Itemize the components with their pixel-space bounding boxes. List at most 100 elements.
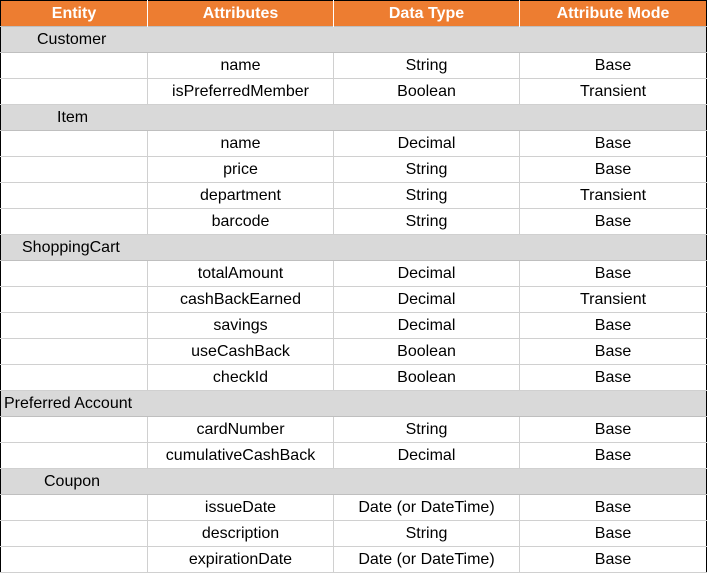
column-header-attribute-mode: Attribute Mode — [519, 0, 707, 27]
data-type-cell: String — [333, 52, 520, 79]
mode-cell: Base — [519, 364, 707, 391]
entity-spacer-cell — [0, 182, 148, 209]
data-type-cell: Boolean — [333, 338, 520, 365]
data-type-cell: Date (or DateTime) — [333, 546, 520, 573]
attribute-cell: totalAmount — [147, 260, 334, 287]
entity-cell: Item — [0, 104, 707, 131]
entity-spacer-cell — [0, 364, 148, 391]
entity-cell: Customer — [0, 26, 707, 53]
data-type-cell: String — [333, 520, 520, 547]
entity-row-shoppingcart: ShoppingCart — [0, 234, 707, 261]
table-row: issueDate Date (or DateTime) Base — [0, 494, 707, 521]
entity-spacer-cell — [0, 494, 148, 521]
entity-name: Item — [57, 109, 89, 126]
data-type-cell: Decimal — [333, 312, 520, 339]
entity-spacer-cell — [0, 156, 148, 183]
mode-cell: Transient — [519, 78, 707, 105]
attribute-cell: price — [147, 156, 334, 183]
attribute-cell: description — [147, 520, 334, 547]
attribute-cell: cumulativeCashBack — [147, 442, 334, 469]
data-type-cell: Decimal — [333, 442, 520, 469]
entity-name: Preferred Account — [4, 395, 133, 412]
entity-spacer-cell — [0, 78, 148, 105]
table-row: name Decimal Base — [0, 130, 707, 157]
entity-spacer-cell — [0, 130, 148, 157]
attribute-cell: checkId — [147, 364, 334, 391]
entity-cell: Preferred Account — [0, 390, 707, 417]
table-row: cashBackEarned Decimal Transient — [0, 286, 707, 313]
data-type-cell: String — [333, 182, 520, 209]
entity-spacer-cell — [0, 416, 148, 443]
data-type-cell: Decimal — [333, 260, 520, 287]
column-header-data-type: Data Type — [333, 0, 520, 27]
entity-row-item: Item — [0, 104, 707, 131]
table-row: cumulativeCashBack Decimal Base — [0, 442, 707, 469]
table-row: useCashBack Boolean Base — [0, 338, 707, 365]
data-type-cell: Boolean — [333, 364, 520, 391]
attribute-cell: issueDate — [147, 494, 334, 521]
mode-cell: Base — [519, 338, 707, 365]
attribute-cell: barcode — [147, 208, 334, 235]
entity-name: Customer — [37, 31, 107, 48]
data-type-cell: String — [333, 156, 520, 183]
entity-spacer-cell — [0, 442, 148, 469]
mode-cell: Base — [519, 442, 707, 469]
attribute-cell: department — [147, 182, 334, 209]
table-row: name String Base — [0, 52, 707, 79]
entity-spacer-cell — [0, 286, 148, 313]
mode-cell: Base — [519, 312, 707, 339]
column-header-attributes: Attributes — [147, 0, 334, 27]
mode-cell: Base — [519, 260, 707, 287]
table-row: totalAmount Decimal Base — [0, 260, 707, 287]
entity-spacer-cell — [0, 260, 148, 287]
table-row: barcode String Base — [0, 208, 707, 235]
data-type-cell: Boolean — [333, 78, 520, 105]
attribute-cell: name — [147, 130, 334, 157]
entity-spacer-cell — [0, 312, 148, 339]
entity-spacer-cell — [0, 52, 148, 79]
entity-row-coupon: Coupon — [0, 468, 707, 495]
entity-name: ShoppingCart — [22, 239, 120, 256]
mode-cell: Base — [519, 156, 707, 183]
entity-row-preferred-account: Preferred Account — [0, 390, 707, 417]
table-row: savings Decimal Base — [0, 312, 707, 339]
table-row: isPreferredMember Boolean Transient — [0, 78, 707, 105]
data-type-cell: Decimal — [333, 286, 520, 313]
attribute-cell: cashBackEarned — [147, 286, 334, 313]
entity-spacer-cell — [0, 338, 148, 365]
mode-cell: Base — [519, 546, 707, 573]
attribute-cell: expirationDate — [147, 546, 334, 573]
entity-spacer-cell — [0, 208, 148, 235]
table-row: price String Base — [0, 156, 707, 183]
entity-name: Coupon — [44, 473, 101, 490]
entity-spacer-cell — [0, 546, 148, 573]
attribute-cell: useCashBack — [147, 338, 334, 365]
table-row: description String Base — [0, 520, 707, 547]
table-row: expirationDate Date (or DateTime) Base — [0, 546, 707, 573]
mode-cell: Base — [519, 130, 707, 157]
entity-cell: Coupon — [0, 468, 707, 495]
attribute-cell: savings — [147, 312, 334, 339]
data-type-cell: Decimal — [333, 130, 520, 157]
mode-cell: Base — [519, 52, 707, 79]
mode-cell: Base — [519, 520, 707, 547]
data-type-cell: Date (or DateTime) — [333, 494, 520, 521]
table-row: checkId Boolean Base — [0, 364, 707, 391]
attribute-cell: isPreferredMember — [147, 78, 334, 105]
header-row: Entity Attributes Data Type Attribute Mo… — [0, 0, 707, 27]
data-type-cell: String — [333, 416, 520, 443]
table-row: department String Transient — [0, 182, 707, 209]
attribute-cell: name — [147, 52, 334, 79]
entity-spacer-cell — [0, 520, 148, 547]
attribute-cell: cardNumber — [147, 416, 334, 443]
mode-cell: Base — [519, 208, 707, 235]
column-header-entity: Entity — [0, 0, 148, 27]
entity-cell: ShoppingCart — [0, 234, 707, 261]
mode-cell: Transient — [519, 182, 707, 209]
table-row: cardNumber String Base — [0, 416, 707, 443]
entity-row-customer: Customer — [0, 26, 707, 53]
mode-cell: Base — [519, 494, 707, 521]
mode-cell: Base — [519, 416, 707, 443]
mode-cell: Transient — [519, 286, 707, 313]
